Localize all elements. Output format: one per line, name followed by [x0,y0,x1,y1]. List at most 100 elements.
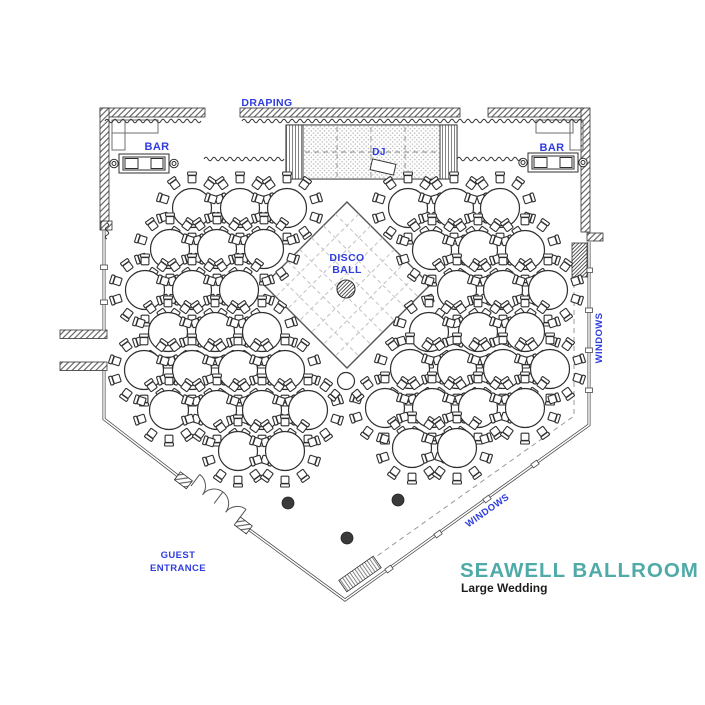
chair [512,274,526,287]
chair [427,213,437,226]
table-top [148,389,190,431]
table-top [217,349,259,391]
chair [453,300,467,315]
window-dashed-line [338,247,575,584]
chair [272,394,286,407]
draping-squiggle [203,156,285,162]
chair [500,218,514,233]
chair [286,233,300,246]
chair [536,425,550,440]
chair [500,376,514,391]
chair [498,332,508,345]
chair [259,212,269,225]
chair [133,394,147,407]
chair [561,386,575,401]
chair [453,376,467,391]
chair [376,432,390,445]
chair [260,468,274,483]
chair [280,475,290,488]
chair [213,338,227,353]
disco-ball [336,279,356,299]
table-top [123,349,165,391]
round-table [133,373,205,447]
table-top [124,269,166,311]
chair [572,353,586,366]
table-top [241,389,283,431]
chair [280,333,290,346]
chair [467,353,481,366]
chair [351,388,365,402]
guest-tables [108,171,586,488]
chair [559,258,573,273]
draping-squiggle [456,156,522,162]
chair [489,425,503,440]
chair [396,392,410,405]
bar-right-label: BAR [539,142,564,154]
chair [383,176,397,191]
chair [536,218,550,233]
chair [405,332,415,345]
chair [443,376,457,391]
sweetheart-table-top [336,371,356,391]
chair [511,176,525,191]
chair [233,475,243,488]
chair [307,435,321,448]
column [281,496,295,510]
chair [234,253,244,266]
chair [473,371,483,384]
chair [192,427,206,442]
chair [440,300,454,315]
chair [257,295,267,308]
chair [520,295,530,308]
table-top [387,187,429,229]
draping-lines [104,118,583,240]
chair [202,354,216,367]
chair [545,332,555,345]
chair [202,454,216,467]
chair [572,372,586,385]
chair [421,432,435,445]
chair [233,333,243,346]
chair [452,411,462,424]
chair [164,373,174,386]
chair [376,451,390,464]
chair [249,454,263,467]
chair [403,171,413,184]
chair [261,274,275,287]
chair [179,316,193,329]
chair [237,300,251,315]
door-swings [190,474,247,522]
chair [525,337,539,352]
chair [156,274,170,287]
window-walls [100,231,593,602]
chair [213,419,227,434]
chair [498,253,508,266]
table-top [171,349,213,391]
chair [407,376,421,391]
chair [500,425,514,440]
chair [235,171,245,184]
round-table [249,414,321,488]
chair [407,411,417,424]
bar-left [109,153,179,174]
chair [282,171,292,184]
chair [296,419,310,434]
chair [167,338,181,353]
chair [108,354,122,367]
chair [109,274,123,287]
table-top [149,228,191,270]
chair [119,338,133,353]
chair [385,337,399,352]
chair [452,253,462,266]
dj-label: DJ [372,147,386,158]
table-top [436,427,478,469]
chair [284,316,298,329]
chair [442,392,456,405]
walls [59,107,604,371]
table-top [217,430,259,472]
wall-corridor-lower [59,361,108,371]
chair [387,416,401,431]
guest-entrance-label-2: ENTRANCE [150,563,206,574]
chair [145,217,159,232]
chair [260,419,274,434]
